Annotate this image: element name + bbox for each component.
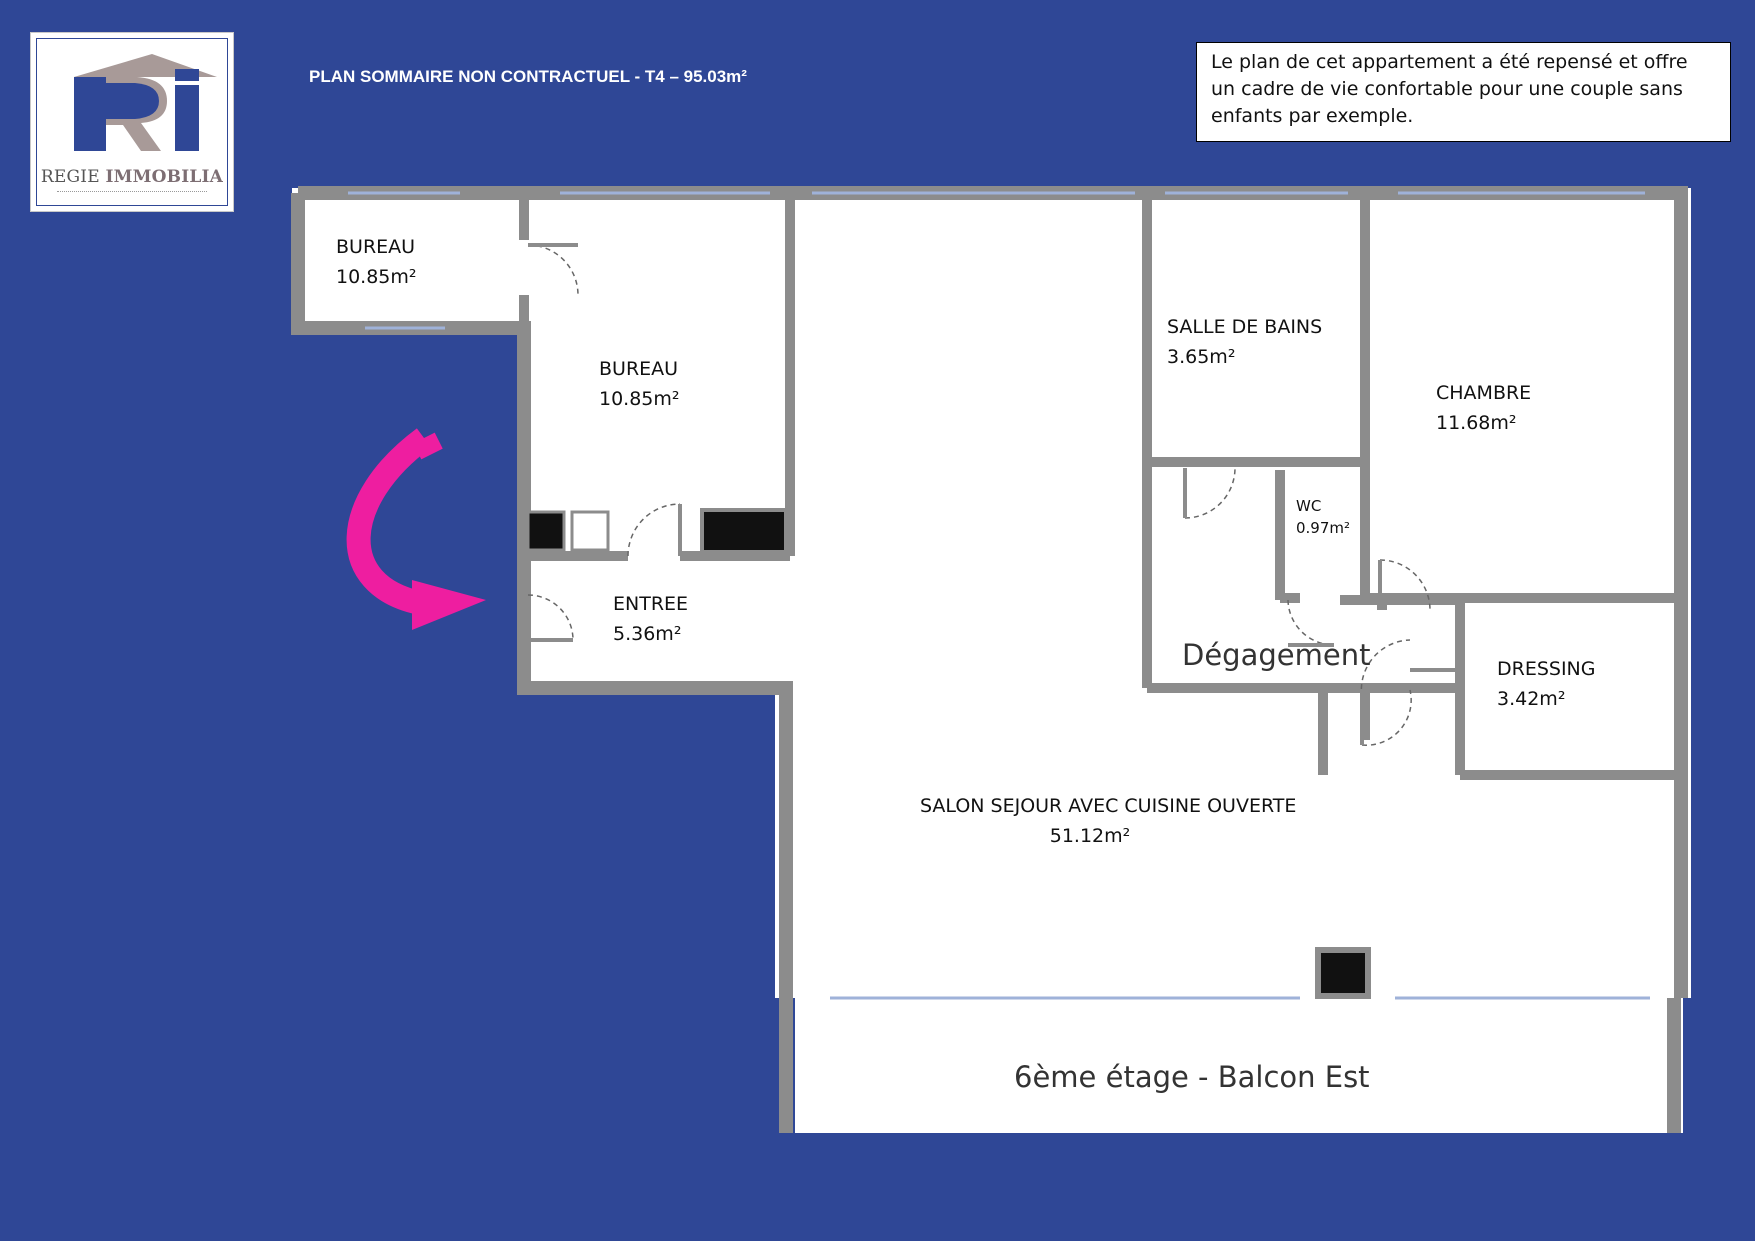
room-area: 3.65m² xyxy=(1167,346,1236,368)
windows xyxy=(348,191,1650,1000)
room-area: 51.12m² xyxy=(1049,825,1131,847)
room-name: WC xyxy=(1296,497,1322,515)
room-area: 11.68m² xyxy=(1436,412,1517,434)
curved-arrow-icon xyxy=(346,428,486,630)
room-label-degagement: Dégagement xyxy=(1182,638,1370,672)
room-label-dressing: DRESSING 3.42m² xyxy=(1497,654,1596,714)
room-label-chambre: CHAMBRE 11.68m² xyxy=(1436,378,1531,438)
room-label-salle-de-bains: SALLE DE BAINS 3.65m² xyxy=(1167,312,1322,372)
logo-brand-part-b: IMMOBILIA xyxy=(105,167,224,187)
room-label-bureau-2: BUREAU 10.85m² xyxy=(599,354,680,414)
room-area: 5.36m² xyxy=(613,623,682,645)
door-leaves xyxy=(528,243,1460,745)
room-name: SALLE DE BAINS xyxy=(1167,316,1323,338)
info-box: Le plan de cet appartement a été repensé… xyxy=(1196,42,1731,142)
room-name: BUREAU xyxy=(336,236,416,258)
logo-brand-part-a: REGIE xyxy=(40,167,106,187)
storage-blocks xyxy=(526,508,1371,999)
room-label-wc: WC 0.97m² xyxy=(1296,495,1350,539)
interior-walls xyxy=(519,193,1681,780)
plan-title: PLAN SOMMAIRE NON CONTRACTUEL - T4 – 95.… xyxy=(309,67,747,86)
room-area: 10.85m² xyxy=(336,266,417,288)
room-name: SALON SEJOUR AVEC CUISINE OUVERTE xyxy=(920,795,1297,817)
ri-house-logo-icon xyxy=(74,54,217,151)
logo-frame: REGIE IMMOBILIA xyxy=(36,38,228,206)
company-logo: REGIE IMMOBILIA xyxy=(30,32,234,212)
room-name: DRESSING xyxy=(1497,658,1596,680)
room-name: BUREAU xyxy=(599,358,679,380)
room-name: 6ème étage - Balcon Est xyxy=(1014,1060,1370,1094)
logo-tagline-dots xyxy=(57,191,207,194)
room-label-balcon: 6ème étage - Balcon Est xyxy=(1014,1060,1370,1094)
room-area: 0.97m² xyxy=(1296,519,1351,537)
room-name: ENTREE xyxy=(613,593,689,615)
room-area: 3.42m² xyxy=(1497,688,1566,710)
room-label-entree: ENTREE 5.36m² xyxy=(613,589,688,649)
room-label-salon: SALON SEJOUR AVEC CUISINE OUVERTE 51.12m… xyxy=(920,791,1296,851)
logo-brand-name: REGIE IMMOBILIA xyxy=(37,167,227,187)
room-area: 10.85m² xyxy=(599,388,680,410)
room-name: Dégagement xyxy=(1182,638,1371,672)
room-label-bureau-1: BUREAU 10.85m² xyxy=(336,232,417,292)
room-name: CHAMBRE xyxy=(1436,382,1532,404)
